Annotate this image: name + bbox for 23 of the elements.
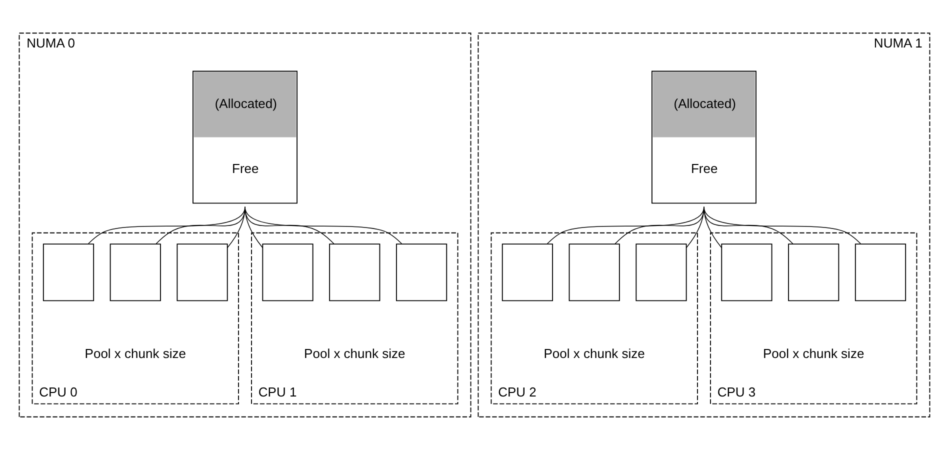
connector [244,206,264,248]
node-box [110,244,161,302]
connector [244,206,402,244]
label: Pool x chunk size [304,346,406,362]
connector [704,206,794,244]
node-box [788,244,840,302]
node-box [42,244,94,302]
connector [704,206,861,244]
node-box [329,244,380,302]
node-box [721,244,772,302]
label: Pool x chunk size [544,346,645,362]
label: Pool x chunk size [84,346,186,362]
node-box [176,244,228,302]
connector [704,206,722,248]
node-box [396,244,448,302]
node-box [854,244,906,302]
label: Pool x chunk size [763,346,864,362]
node-box [568,244,620,302]
connector [88,206,246,244]
connector [547,206,704,244]
node-box [502,244,553,302]
node-box [636,244,687,302]
node-box [262,244,314,302]
